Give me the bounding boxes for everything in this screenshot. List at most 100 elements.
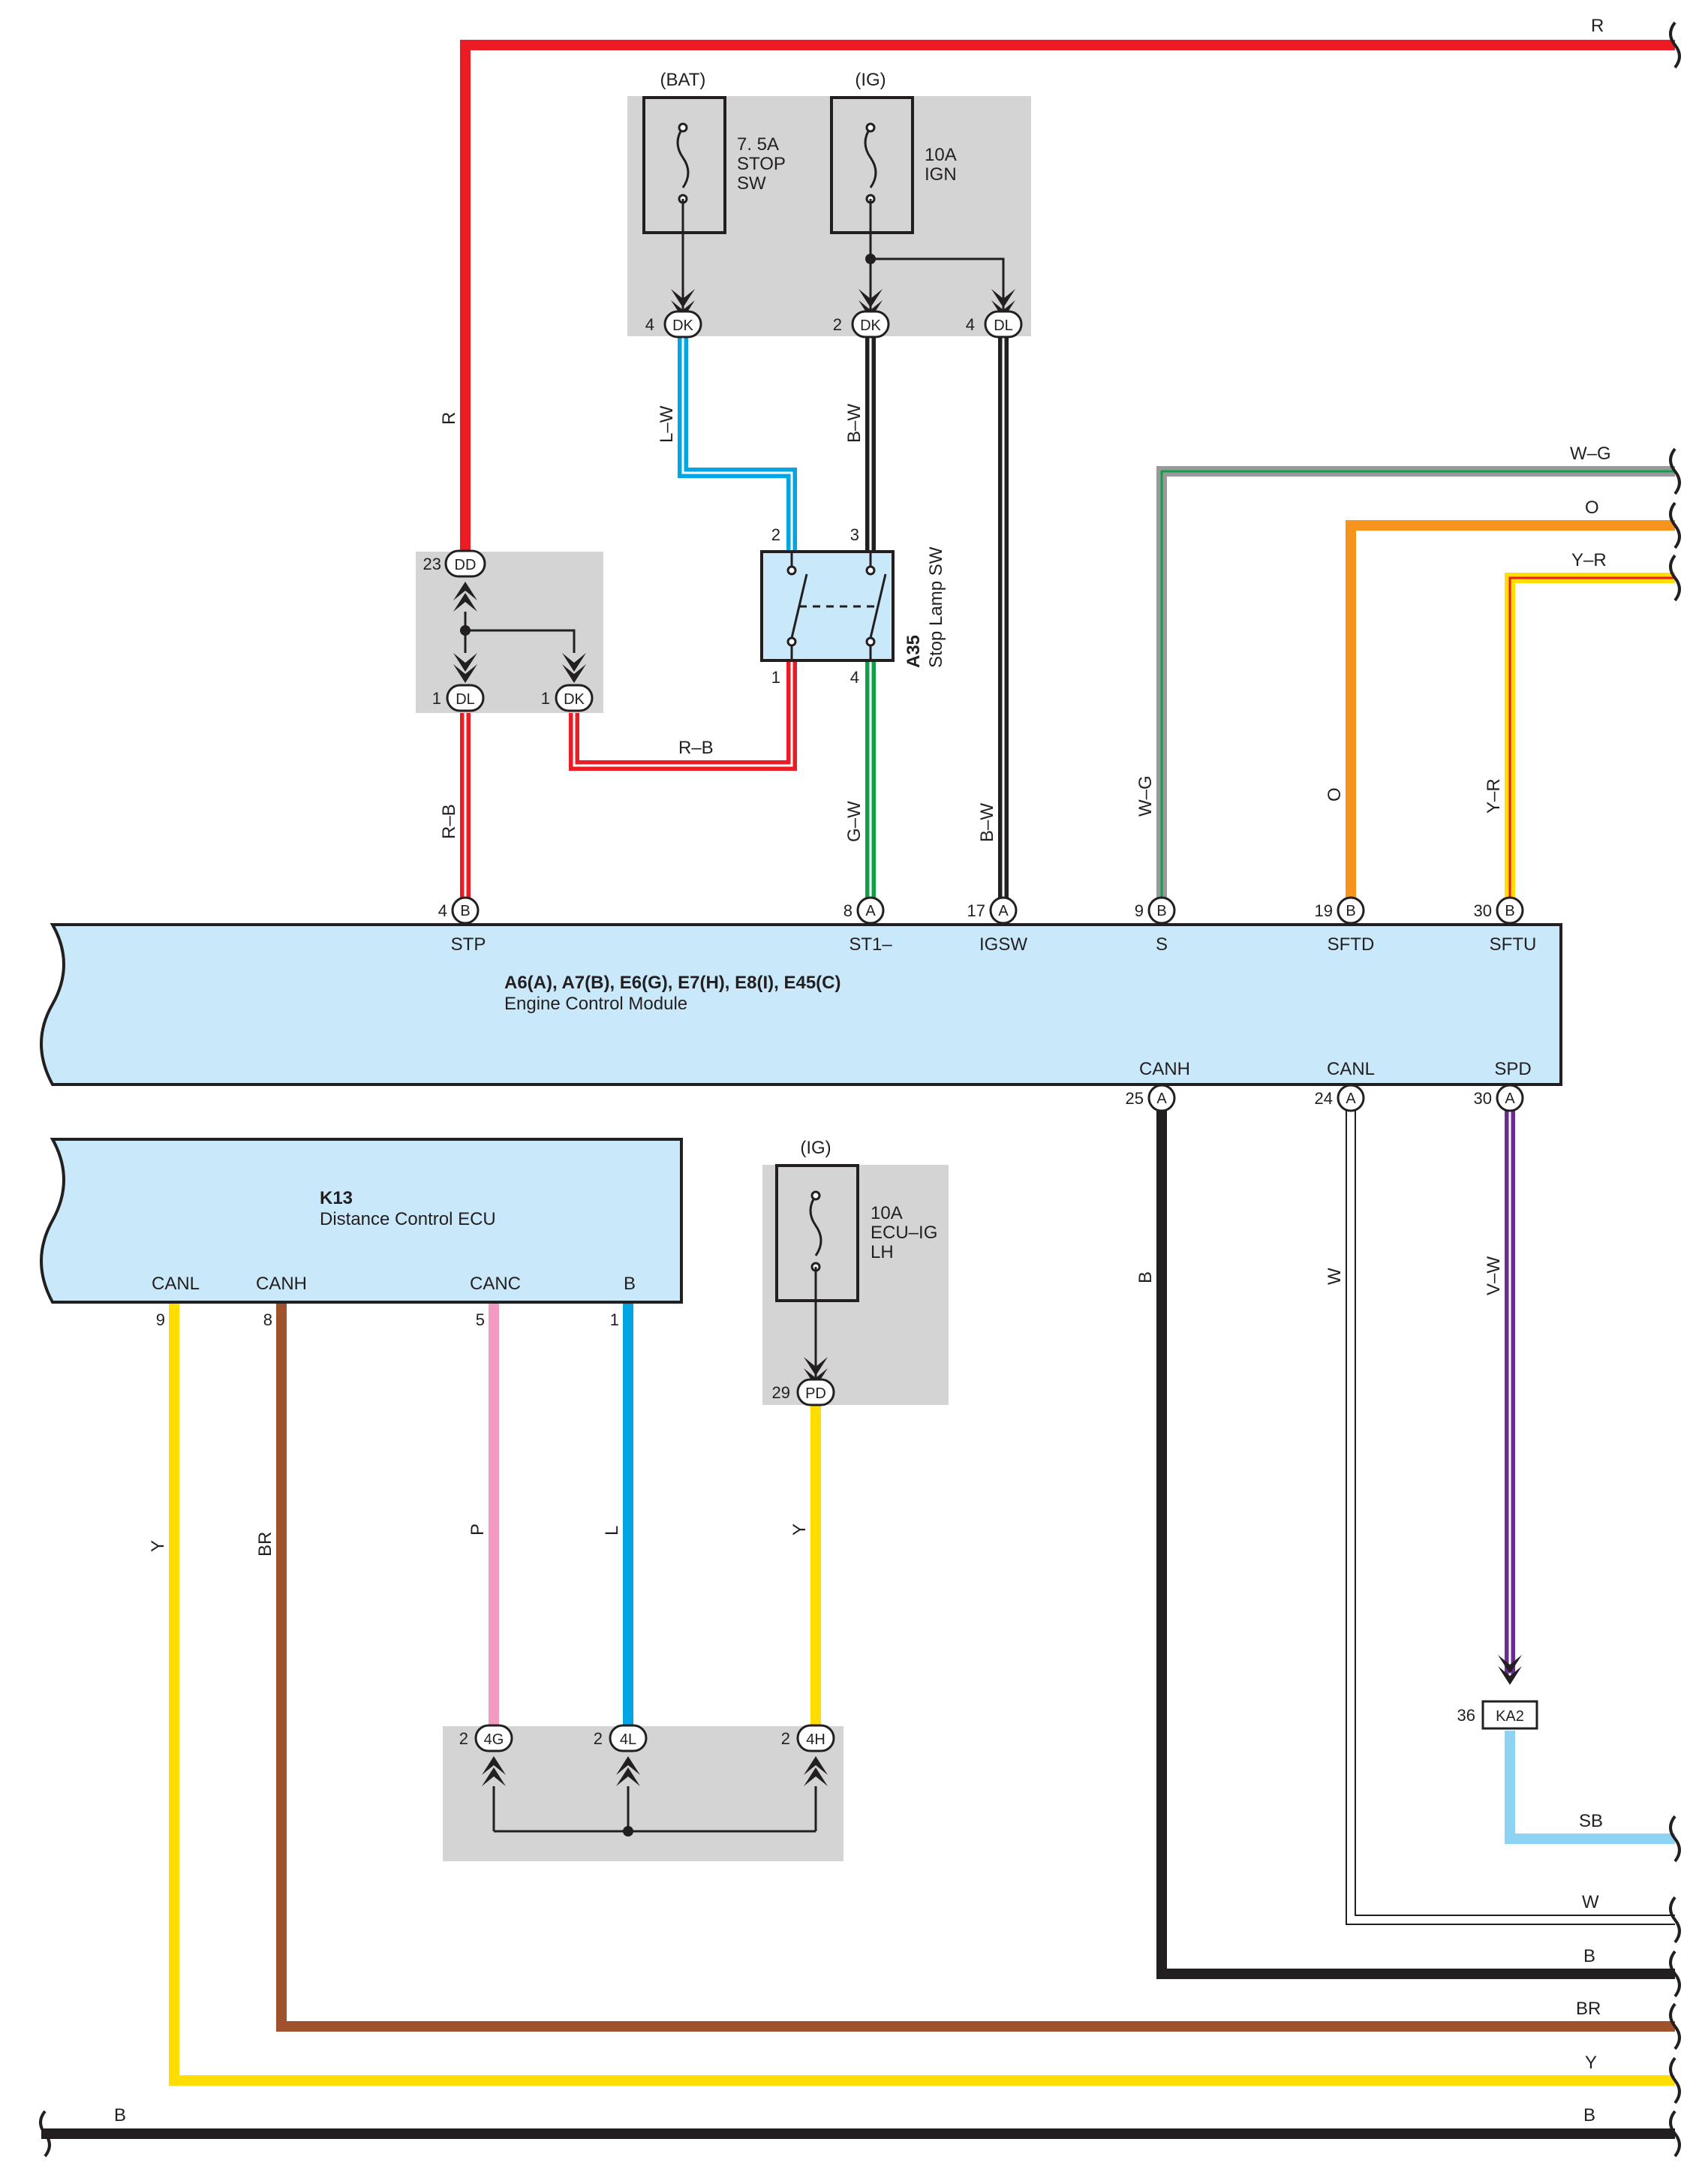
ecm-pin-canl-name: CANL	[1327, 1059, 1375, 1079]
wl-br-h: BR	[1576, 1999, 1601, 2019]
wl-gnd-l: B	[114, 2105, 126, 2125]
wire-y-canl	[169, 1302, 1675, 2086]
dcecu-pin-canh-name: CANH	[256, 1274, 307, 1294]
fuse-ecu-name1: ECU–IG	[871, 1223, 937, 1243]
wl-br-left: BR	[255, 1532, 275, 1557]
sw-pin2: 2	[771, 525, 780, 544]
wl-r-b-h: R–B	[678, 738, 714, 758]
conn-dd-code: DD	[455, 557, 477, 573]
fuse-ecu-amp: 10A	[871, 1203, 903, 1223]
conn-4g-pin: 2	[459, 1729, 468, 1748]
conn-4g-code: 4G	[484, 1731, 504, 1748]
wl-y-h: Y	[1585, 2053, 1597, 2073]
ecm-pin-s-name: S	[1156, 934, 1168, 955]
wl-b-h: B	[1583, 1946, 1595, 1966]
conn-pd-code: PD	[805, 1385, 826, 1402]
dcecu-pin-canh-num: 8	[263, 1310, 272, 1329]
ecm-pin-spd-name: SPD	[1494, 1059, 1531, 1079]
conn-dl-ign-code: DL	[994, 317, 1013, 334]
dcecu-pin-canc-num: 5	[476, 1310, 485, 1329]
wire-canh-b	[1156, 1103, 1675, 1979]
fuse-ign	[830, 96, 1005, 315]
fuse-bat-source: (BAT)	[660, 70, 706, 90]
wl-p: P	[468, 1524, 488, 1536]
conn-dk-stop-pin: 4	[645, 315, 654, 334]
ecm-pin-canh-conn: A	[1156, 1090, 1167, 1107]
ecm-pin-stp-name: STP	[451, 934, 486, 955]
wl-spd-vw: V–W	[1484, 1256, 1504, 1295]
ecm-pin-canl-conn: A	[1346, 1090, 1356, 1107]
conn-4h-pin: 2	[781, 1729, 790, 1748]
conn-dd-pin: 23	[423, 555, 441, 573]
conn-ka2-pin: 36	[1457, 1706, 1475, 1725]
wire-w-g	[1156, 466, 1675, 901]
fuse-block-ecu-ig	[762, 1165, 949, 1405]
wire-end-marks	[39, 21, 1681, 2158]
ecm-pin-canl-num: 24	[1315, 1089, 1333, 1108]
dcecu-pin-b-num: 1	[610, 1310, 619, 1329]
wl-y-pd: Y	[789, 1524, 810, 1536]
wl-o-v: O	[1325, 787, 1345, 802]
ecm-pin-canh-num: 25	[1126, 1089, 1144, 1108]
wl-w-g-v: W–G	[1135, 775, 1156, 817]
dcecu-box	[40, 1138, 683, 1304]
wl-canh-b: B	[1135, 1271, 1156, 1283]
conn-4h-code: 4H	[806, 1731, 825, 1748]
wl-w-g-h: W–G	[1570, 444, 1611, 464]
fuse-ecu-name2: LH	[871, 1242, 894, 1262]
conn-4l-pin: 2	[594, 1729, 603, 1748]
ecm-pin-spd-conn: A	[1505, 1090, 1515, 1107]
conn-ka2-code: KA2	[1496, 1708, 1524, 1725]
conn-dk-stop-code: DK	[672, 317, 693, 334]
sw-pin3: 3	[850, 525, 859, 544]
conn-dl-1-pin: 1	[432, 689, 441, 708]
ecm-pin-st1-conn: A	[865, 903, 876, 919]
wl-l: L	[602, 1526, 622, 1536]
ka2-connector	[1481, 1700, 1538, 1730]
dcecu-pin-canc-name: CANC	[470, 1274, 521, 1294]
conn-4l-code: 4L	[620, 1731, 636, 1748]
wl-r-vert: R	[439, 412, 459, 425]
dcecu-pin-canl-name: CANL	[152, 1274, 200, 1294]
junction-dot-dd	[460, 625, 471, 636]
conn-dk-ign-code: DK	[860, 317, 881, 334]
conn-dk-1-pin: 1	[541, 689, 550, 708]
wl-gnd-r: B	[1583, 2105, 1595, 2125]
conn-dl-1-code: DL	[456, 691, 475, 708]
fuse-stop-name2: SW	[737, 173, 766, 194]
wl-o-h: O	[1585, 498, 1599, 518]
wl-l-w: L–W	[657, 405, 677, 443]
wl-canl-w: W	[1325, 1268, 1345, 1285]
connector-ovals	[444, 310, 1023, 1752]
sw-pin4: 4	[850, 668, 859, 687]
wire-br-canh	[276, 1302, 1675, 2032]
junction-lines	[464, 612, 817, 1833]
fuse-stop-name1: STOP	[737, 154, 786, 174]
ecm-pin-st1-num: 8	[843, 901, 853, 920]
sw-code: A35	[904, 635, 924, 668]
ecm-pin-sftu-num: 30	[1474, 901, 1492, 920]
ecm-pin-sftu-conn: B	[1505, 903, 1514, 919]
fuse-block-upper	[627, 96, 1031, 336]
fuse-stop-amp: 7. 5A	[737, 134, 779, 155]
wl-b-w-1: B–W	[844, 404, 865, 443]
fuse-ecu-ig	[775, 1164, 859, 1382]
wire-l-w	[678, 338, 797, 552]
pin-circles	[451, 896, 1524, 1112]
wl-g-w: G–W	[844, 801, 865, 842]
ecm-pin-s-conn: B	[1156, 903, 1166, 919]
wire-r-top	[460, 40, 1675, 563]
ecm-pin-sftu-name: SFTU	[1490, 934, 1537, 955]
wl-sb-h: SB	[1579, 1811, 1603, 1831]
wl-y-r-h: Y–R	[1571, 550, 1607, 570]
fuse-ign-amp: 10A	[925, 145, 957, 165]
fuse-ecu-source: (IG)	[800, 1138, 831, 1158]
ecm-pin-canh-name: CANH	[1139, 1059, 1190, 1079]
ecm-pin-st1-name: ST1–	[849, 934, 892, 955]
wl-r-b-v: R–B	[439, 804, 459, 839]
dcecu-pin-canl-num: 9	[156, 1310, 165, 1329]
wl-b-w-2: B–W	[977, 803, 997, 842]
junction-block-can	[443, 1726, 843, 1861]
conn-dk-ign-pin: 2	[833, 315, 842, 334]
